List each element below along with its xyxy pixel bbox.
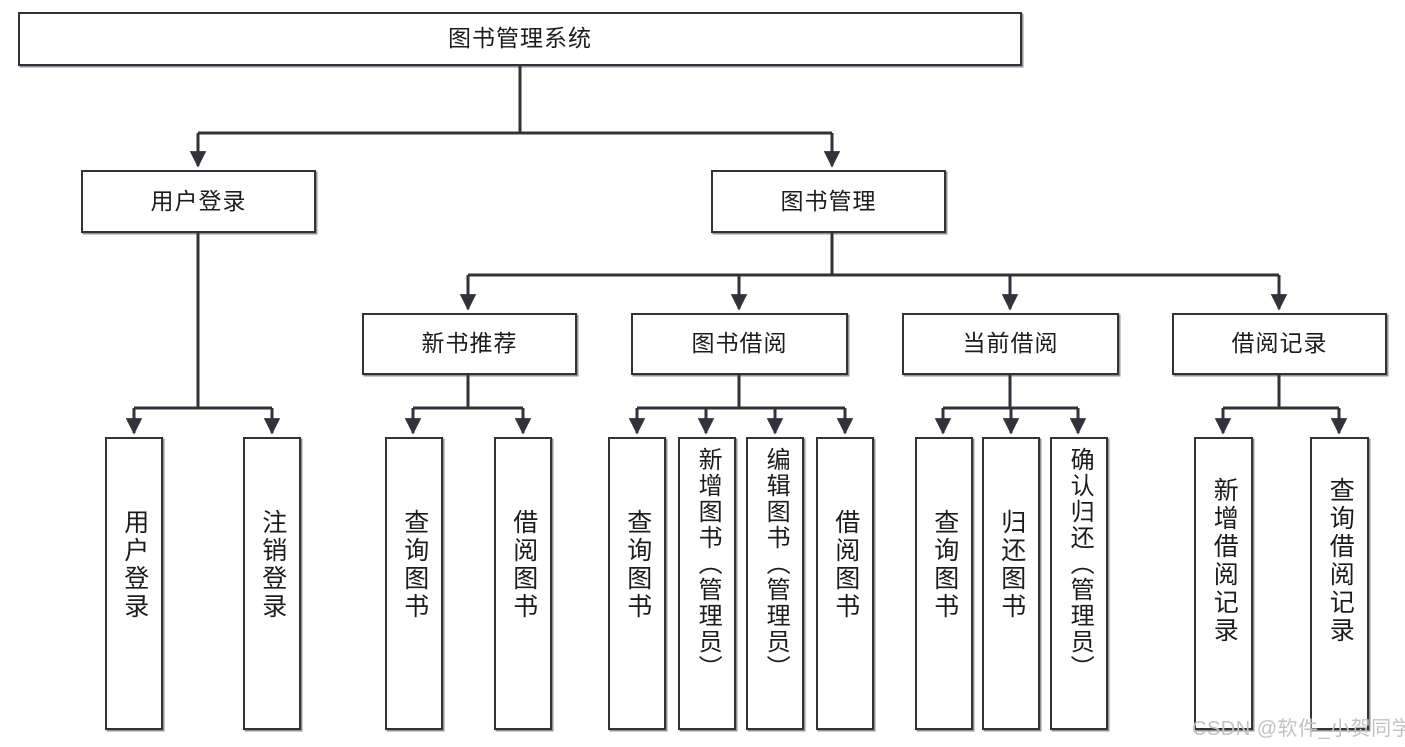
node-book-management[interactable]: 图书管理 bbox=[711, 170, 946, 233]
node-leaf-query-book-3[interactable]: 查询图书 bbox=[915, 437, 973, 730]
node-leaf-borrow-book-1-label: 借阅图书 bbox=[509, 509, 538, 621]
node-leaf-add-book-label: 新增图书（管理员） bbox=[694, 447, 722, 681]
node-leaf-user-login-label: 用户登录 bbox=[120, 509, 149, 621]
node-leaf-borrow-book-2-label: 借阅图书 bbox=[831, 509, 860, 621]
node-leaf-edit-book-label: 编辑图书（管理员） bbox=[762, 447, 790, 681]
node-leaf-query-book-1[interactable]: 查询图书 bbox=[385, 437, 443, 730]
node-book-borrow-label: 图书借阅 bbox=[691, 330, 788, 357]
node-borrow-record[interactable]: 借阅记录 bbox=[1172, 313, 1387, 375]
node-leaf-query-record[interactable]: 查询借阅记录 bbox=[1310, 437, 1369, 730]
node-leaf-add-record-label: 新增借阅记录 bbox=[1210, 477, 1239, 645]
node-book-borrow[interactable]: 图书借阅 bbox=[631, 313, 848, 375]
node-leaf-query-book-2-label: 查询图书 bbox=[623, 509, 652, 621]
node-leaf-edit-book[interactable]: 编辑图书（管理员） bbox=[746, 437, 804, 730]
node-leaf-confirm-return[interactable]: 确认归还（管理员） bbox=[1050, 437, 1108, 730]
node-leaf-add-book[interactable]: 新增图书（管理员） bbox=[678, 437, 736, 730]
node-leaf-user-login[interactable]: 用户登录 bbox=[105, 437, 163, 730]
node-leaf-add-record[interactable]: 新增借阅记录 bbox=[1194, 437, 1253, 730]
node-new-book-recommend[interactable]: 新书推荐 bbox=[362, 313, 577, 375]
node-leaf-logout-label: 注销登录 bbox=[258, 509, 287, 621]
node-root[interactable]: 图书管理系统 bbox=[18, 12, 1022, 66]
node-leaf-query-record-label: 查询借阅记录 bbox=[1326, 477, 1355, 645]
node-leaf-confirm-return-label: 确认归还（管理员） bbox=[1066, 447, 1094, 681]
node-user-login[interactable]: 用户登录 bbox=[81, 170, 316, 233]
node-current-borrow-label: 当前借阅 bbox=[962, 330, 1059, 357]
node-leaf-return-book[interactable]: 归还图书 bbox=[982, 437, 1040, 730]
node-leaf-return-book-label: 归还图书 bbox=[997, 509, 1026, 621]
node-leaf-query-book-2[interactable]: 查询图书 bbox=[608, 437, 666, 730]
node-book-management-label: 图书管理 bbox=[780, 187, 877, 214]
node-leaf-borrow-book-2[interactable]: 借阅图书 bbox=[816, 437, 874, 730]
node-user-login-label: 用户登录 bbox=[150, 187, 247, 214]
node-root-label: 图书管理系统 bbox=[448, 25, 592, 52]
node-leaf-logout[interactable]: 注销登录 bbox=[243, 437, 301, 730]
node-leaf-query-book-3-label: 查询图书 bbox=[930, 509, 959, 621]
csdn-watermark: CSDN @软件_小贺同学 bbox=[1192, 718, 1405, 740]
node-current-borrow[interactable]: 当前借阅 bbox=[902, 313, 1119, 375]
node-leaf-query-book-1-label: 查询图书 bbox=[400, 509, 429, 621]
node-leaf-borrow-book-1[interactable]: 借阅图书 bbox=[494, 437, 552, 730]
node-new-book-recommend-label: 新书推荐 bbox=[421, 330, 518, 357]
node-borrow-record-label: 借阅记录 bbox=[1231, 330, 1328, 357]
